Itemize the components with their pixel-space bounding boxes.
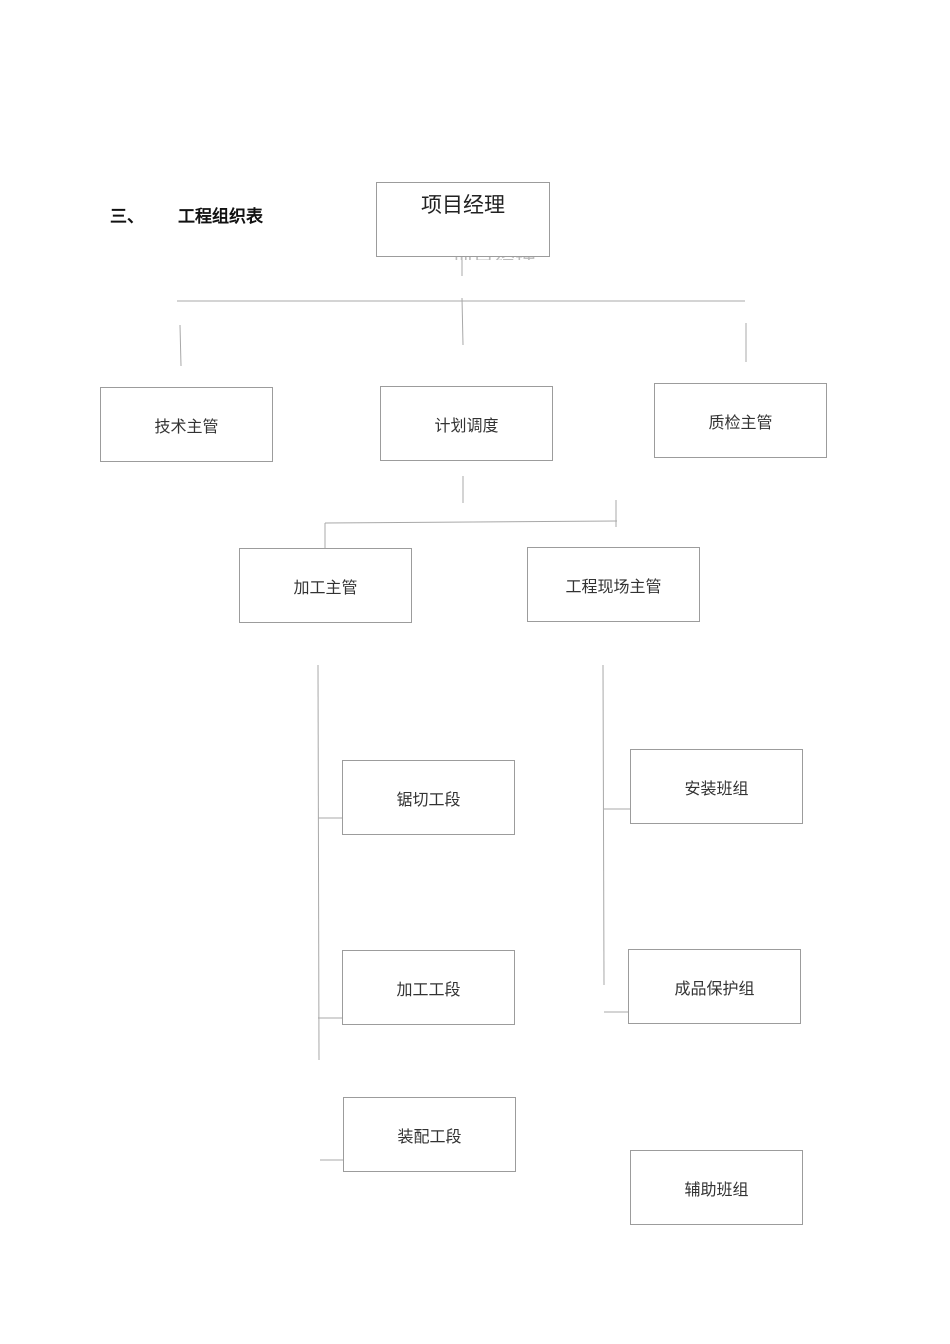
box-machining-section: 加工工段 (342, 950, 515, 1025)
box-label: 项目经理 (421, 193, 505, 217)
box-project-manager: 项目经理 (376, 182, 550, 257)
connector-to-technical (179, 324, 182, 367)
section-title: 工程组织表 (178, 207, 263, 227)
box-technical-manager: 技术主管 (100, 387, 273, 462)
box-sawing-section: 锯切工段 (342, 760, 515, 835)
box-label: 安装班组 (684, 778, 749, 798)
box-label: 计划调度 (434, 415, 499, 435)
section-number: 三、 (110, 207, 144, 227)
box-installation-team: 安装班组 (630, 749, 803, 824)
box-label: 加工工段 (396, 979, 461, 999)
connector-processing-trunk (317, 664, 320, 1061)
connector-level3-bar (324, 520, 618, 524)
box-label: 质检主管 (708, 412, 773, 432)
box-quality-manager: 质检主管 (654, 383, 827, 458)
box-label: 加工主管 (293, 577, 358, 597)
connector-to-planning (461, 297, 464, 346)
box-processing-manager: 加工主管 (239, 548, 412, 623)
box-label: 辅助班组 (684, 1179, 749, 1199)
connector-site-trunk (602, 664, 605, 986)
box-auxiliary-team: 辅助班组 (630, 1150, 803, 1225)
box-product-protection-team: 成品保护组 (628, 949, 801, 1024)
box-label: 装配工段 (397, 1126, 462, 1146)
box-planning-dispatch: 计划调度 (380, 386, 553, 461)
box-label: 工程现场主管 (565, 576, 662, 596)
box-label: 技术主管 (154, 416, 219, 436)
box-assembly-section: 装配工段 (343, 1097, 516, 1172)
box-label: 锯切工段 (396, 789, 461, 809)
box-site-manager: 工程现场主管 (527, 547, 700, 622)
box-label: 成品保护组 (674, 978, 755, 998)
